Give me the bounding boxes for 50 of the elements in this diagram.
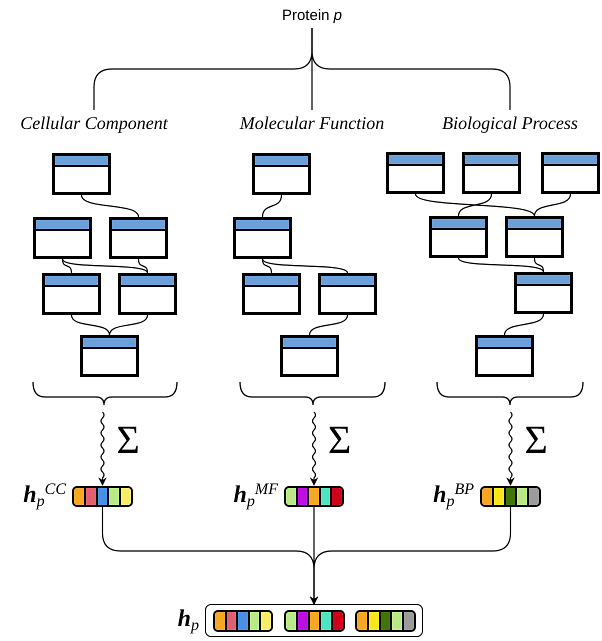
embedding-vector [284, 486, 344, 507]
go-term-box [429, 216, 488, 258]
edge-label: Σ [328, 420, 352, 460]
concatenated-vector [205, 604, 423, 637]
connector-line [262, 194, 282, 218]
connector-line [62, 258, 72, 274]
embedding-vector [213, 610, 273, 632]
arrow [310, 507, 512, 605]
embedding-vector [480, 486, 541, 507]
go-term-box [52, 153, 111, 195]
go-term-box [80, 335, 139, 377]
category-label: Cellular Component [4, 110, 184, 136]
connector-line [415, 194, 535, 216]
connector-line [138, 258, 148, 274]
go-term-box [541, 152, 600, 194]
connector-line [311, 28, 511, 110]
connector-line [534, 194, 572, 216]
go-term-box [514, 272, 573, 314]
connector-line [262, 258, 272, 274]
connector-line [70, 314, 110, 336]
go-term-box [252, 153, 311, 195]
go-term-box [280, 335, 339, 377]
go-term-box [462, 152, 521, 194]
go-term-box [233, 217, 292, 259]
embedding-vector [72, 486, 133, 507]
go-term-box [318, 273, 377, 315]
go-term-box [242, 273, 301, 315]
go-term-box [33, 217, 92, 259]
connector-line [108, 314, 148, 336]
connector-line [504, 314, 544, 336]
edge-label: Σ [116, 420, 140, 460]
go-term-box [118, 273, 177, 315]
connector-line [534, 258, 544, 272]
embedding-vector [355, 610, 416, 632]
go-term-box [475, 335, 534, 377]
category-label: Molecular Function [222, 110, 402, 136]
connector-line [308, 314, 348, 336]
category-label: Biological Process [424, 110, 596, 136]
connector-line [458, 194, 492, 216]
go-term-box [386, 152, 445, 194]
connector-line [80, 194, 140, 218]
edge-label: Σ [524, 420, 548, 460]
connector-line [262, 258, 348, 274]
protein-label: Protein p [262, 4, 362, 28]
connector-line [458, 258, 544, 272]
go-term-box [505, 216, 564, 258]
go-term-box [42, 273, 101, 315]
embedding-vector [284, 610, 345, 632]
connector-line [62, 258, 148, 274]
go-term-box [109, 217, 168, 259]
